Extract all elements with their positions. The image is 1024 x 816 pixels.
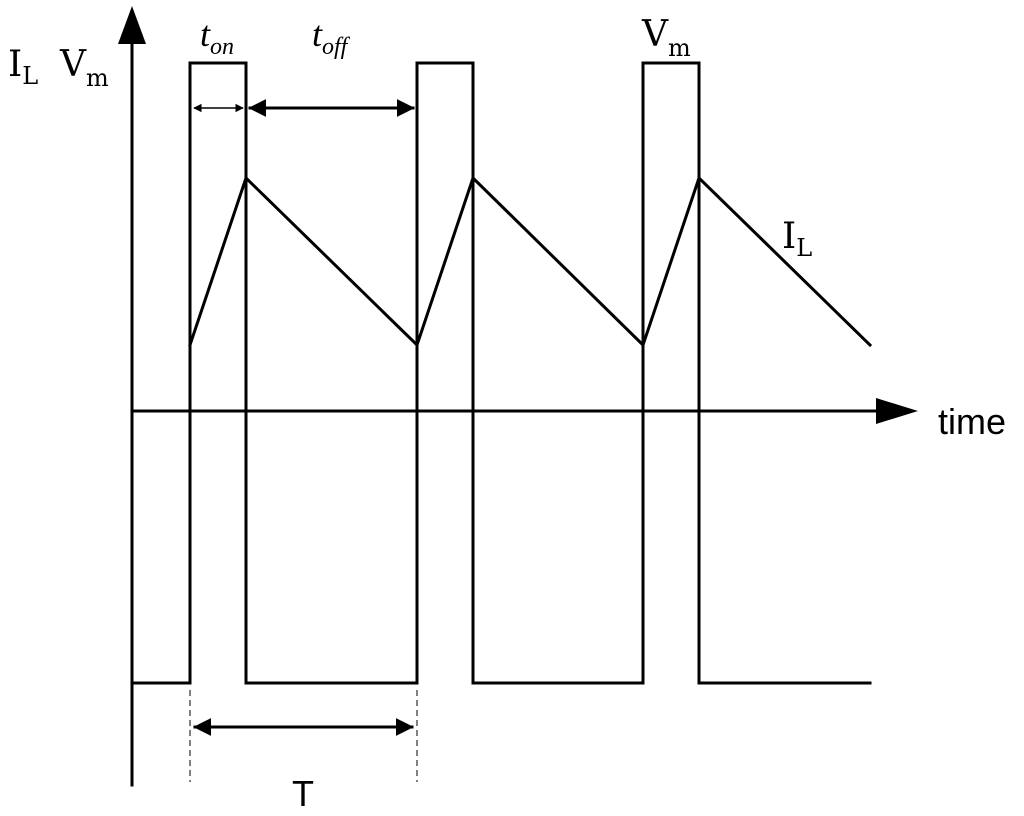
x-axis-arrowhead: [876, 398, 918, 424]
y-axis-current-label: IL: [8, 44, 38, 90]
y-axis-arrowhead: [118, 6, 146, 44]
period-label: T: [292, 773, 314, 814]
t-on-label: ton: [200, 14, 234, 60]
y-axis-voltage-label: Vm: [59, 44, 109, 92]
pulse-voltage-label: Vm: [641, 14, 691, 62]
voltage-pulse-train: [132, 61, 872, 685]
t-off-label: toff: [312, 14, 351, 60]
current-curve-label: IL: [782, 216, 812, 262]
x-axis-label: time: [938, 401, 1006, 442]
inductor-current-sawtooth: [188, 175, 873, 348]
